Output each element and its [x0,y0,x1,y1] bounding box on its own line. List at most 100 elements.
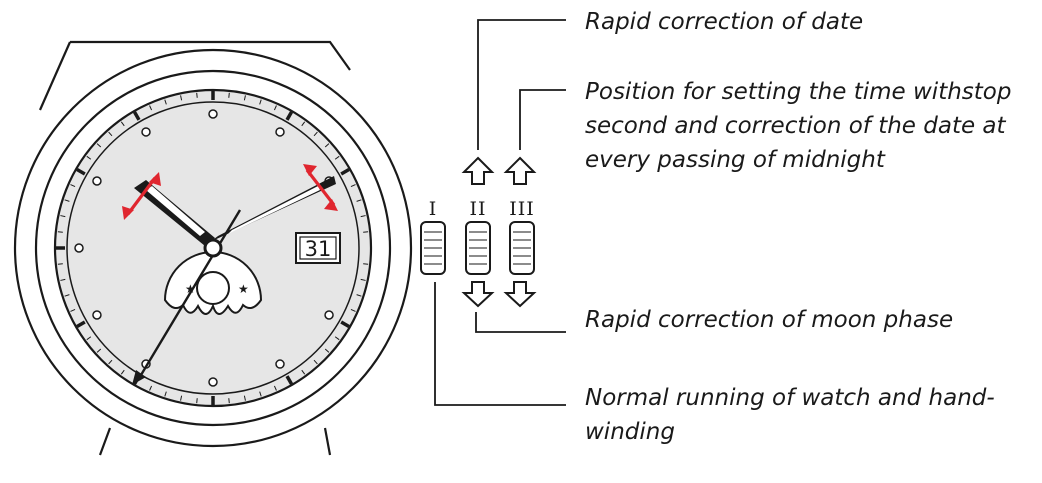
minute-tick [259,391,262,397]
hour-tick [76,320,86,329]
moon-icon [196,271,230,305]
minute-tick [108,359,113,365]
minute-tick [180,395,183,401]
minute-tick [350,308,356,312]
correction-arrows-red [122,164,338,220]
minute-tick [243,95,246,101]
down-arrow-position-2 [461,281,495,308]
minute-tick [313,131,318,137]
minute-tick [164,391,167,397]
crown-direction-arrows [461,156,537,308]
minute-tick [313,359,318,365]
date-window: 31 [295,232,341,264]
minute-tick [196,398,198,404]
hour-marker-dot [92,176,102,186]
minute-hand-lume [228,186,320,234]
hour-tick [285,375,294,385]
label-rapid-moon-phase: Rapid correction of moon phase [585,307,954,333]
hand-pivot [203,238,223,258]
hour-tick [285,111,294,121]
second-hand [136,209,242,381]
bottom-strap [98,427,332,456]
minute-tick [301,369,306,375]
hour-hand-red-arrow [126,177,157,215]
minute-tick [356,199,362,202]
minute-tick [273,105,277,111]
leader-rapid-date [477,19,566,150]
minute-tick [96,348,102,353]
minute-tick [86,155,92,160]
label-normal-running: Normal running of watch and hand- windin… [585,385,995,445]
label-time-setting-position: Position for setting the time withstop s… [585,79,1012,173]
crown-position-3 [509,221,535,275]
minute-tick [301,121,306,127]
down-arrow-position-3 [503,281,537,308]
hour-marker-dot [208,109,218,119]
minute-tick [360,215,366,218]
hour-marker-dot [141,127,151,137]
minute-tick [149,105,153,111]
minute-tick [96,143,102,148]
crown-positions [420,221,535,275]
minute-tick [324,348,330,353]
minute-tick [164,99,167,105]
date-window-value: 31 [305,237,332,261]
position-marker-2: II [469,198,486,220]
second-hand-tip [132,370,146,385]
hour-hand-lume [146,186,205,236]
leader-rapid-moon [475,312,566,333]
up-arrow-position-2 [461,156,495,185]
minute-tick [259,99,262,105]
watch-hands [132,176,336,385]
hour-marker-dot [92,310,102,320]
minute-tick [70,308,76,312]
crown-position-markers: I II III [429,198,535,220]
minute-hand-red-arrow [305,169,336,206]
leader-normal-running [434,282,566,406]
minute-tick [64,199,70,202]
position-marker-1: I [429,198,438,220]
hour-marker-dot [208,377,218,387]
crown-position-1 [420,221,446,275]
top-strap [70,40,351,71]
watch-bezel [34,69,392,427]
minute-tick [60,278,66,281]
minute-tick [64,294,70,297]
hour-marker-dot [324,310,334,320]
top-strap-left [38,41,72,111]
minute-tick [363,231,369,233]
minute-tick [120,369,125,375]
hour-marker-dot [275,359,285,369]
minute-tick [334,336,340,341]
minute-tick [180,95,183,101]
up-arrow-position-3 [503,156,537,185]
minute-tick [57,231,63,233]
crown-position-2 [465,221,491,275]
minute-tick [228,92,230,98]
minute-tick [196,92,198,98]
minute-tick [324,143,330,148]
minute-tick [70,184,76,188]
position-marker-3: III [509,198,535,220]
hour-marker-dot [74,243,84,253]
label-rapid-date-correction: Rapid correction of date [585,9,864,35]
minute-tick [360,278,366,281]
hour-tick [76,167,86,176]
minute-tick [108,131,113,137]
minute-tick [363,263,369,265]
svg-text:★: ★ [185,282,196,296]
hour-tick [132,111,141,121]
hour-tick [340,320,350,329]
minute-tick [350,184,356,188]
minute-tick [228,398,230,404]
hour-marker-dot [275,127,285,137]
minute-tick [243,395,246,401]
minute-tick [273,385,277,391]
leader-lines [434,19,566,406]
svg-text:★: ★ [238,282,249,296]
leader-setting-time [519,89,566,150]
minute-tick [86,336,92,341]
minute-tick [149,385,153,391]
hour-tick [340,167,350,176]
